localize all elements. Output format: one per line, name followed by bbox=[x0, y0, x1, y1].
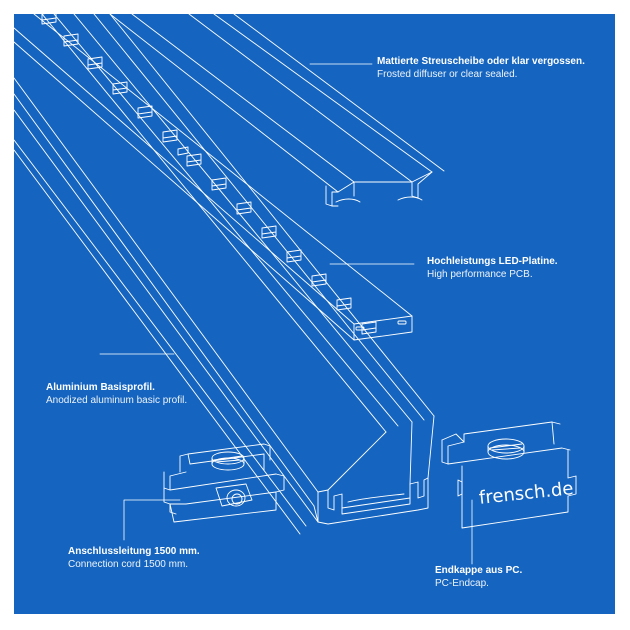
aluminium-base-profile bbox=[14, 14, 435, 535]
led-profile-exploded-drawing bbox=[14, 14, 577, 565]
label-profile: Aluminium Basisprofil. Anodized aluminum… bbox=[46, 382, 187, 407]
label-pcb-title: Hochleistungs LED-Platine. bbox=[427, 256, 558, 267]
label-cord-title: Anschlussleitung 1500 mm. bbox=[68, 546, 200, 557]
connection-endcap bbox=[163, 443, 285, 523]
led-chip bbox=[361, 321, 377, 335]
leader-cord bbox=[123, 499, 181, 541]
led-chip bbox=[112, 81, 128, 95]
label-endcap: Endkappe aus PC. PC-Endcap. bbox=[435, 565, 522, 590]
label-profile-subtitle: Anodized aluminum basic profil. bbox=[46, 394, 188, 406]
led-chip bbox=[63, 33, 79, 47]
label-endcap-subtitle: PC-Endcap. bbox=[435, 577, 489, 589]
led-chip bbox=[137, 105, 153, 119]
label-diffuser-title: Mattierte Streuscheibe oder klar vergoss… bbox=[377, 56, 585, 67]
pc-endcap bbox=[441, 421, 577, 529]
label-cord-subtitle: Connection cord 1500 mm. bbox=[68, 558, 189, 570]
label-profile-title: Aluminium Basisprofil. bbox=[46, 382, 155, 393]
label-endcap-title: Endkappe aus PC. bbox=[435, 565, 523, 576]
blueprint-panel: Mattierte Streuscheibe oder klar vergoss… bbox=[14, 14, 615, 614]
label-diffuser: Mattierte Streuscheibe oder klar vergoss… bbox=[377, 56, 585, 81]
diffuser-cover bbox=[109, 14, 445, 207]
led-chip bbox=[261, 225, 277, 239]
led-chip bbox=[336, 297, 352, 311]
led-chip bbox=[286, 249, 302, 263]
led-chip bbox=[186, 153, 202, 167]
label-pcb: Hochleistungs LED-Platine. High performa… bbox=[427, 256, 558, 281]
led-chip bbox=[211, 177, 227, 191]
label-pcb-subtitle: High performance PCB. bbox=[427, 268, 533, 280]
led-chip bbox=[236, 201, 252, 215]
leader-lines bbox=[99, 63, 473, 565]
led-pcb bbox=[14, 14, 413, 341]
label-cord: Anschlussleitung 1500 mm. Connection cor… bbox=[68, 546, 200, 571]
led-chip bbox=[87, 56, 103, 70]
led-chip-resistor bbox=[177, 146, 189, 156]
label-diffuser-subtitle: Frosted diffuser or clear sealed. bbox=[377, 68, 518, 80]
led-chip-row bbox=[41, 14, 377, 335]
